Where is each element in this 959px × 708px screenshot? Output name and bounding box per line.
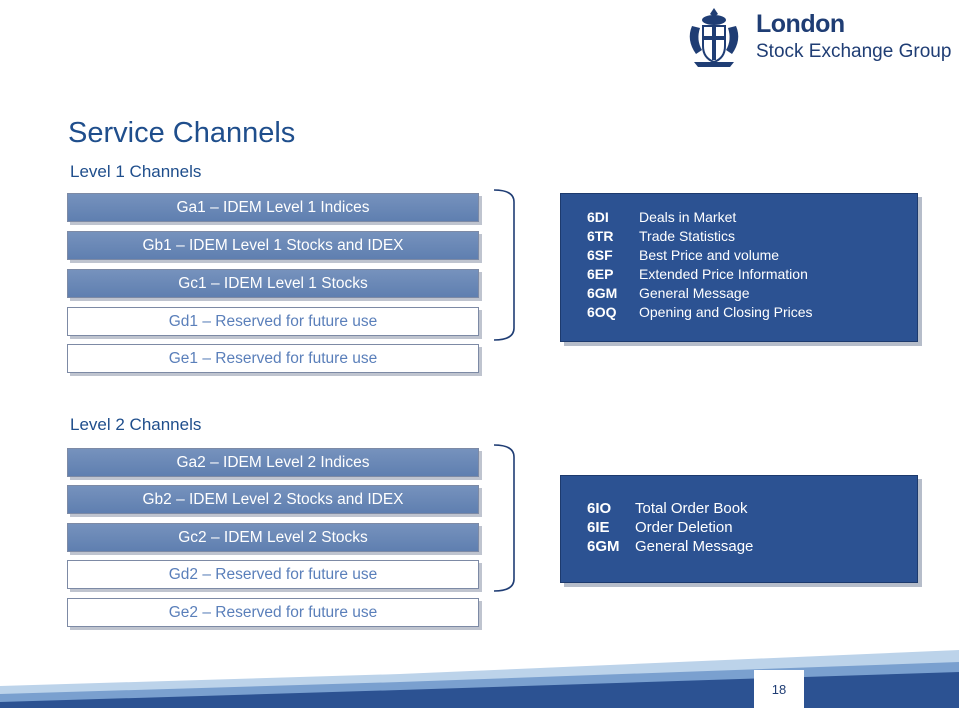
message-code: 6IO xyxy=(587,500,612,517)
channel-gb2: Gb2 – IDEM Level 2 Stocks and IDEX xyxy=(67,485,479,514)
message-code: 6EP xyxy=(587,265,614,282)
message-row: 6GM General Message xyxy=(587,283,917,302)
channel-gd2: Gd2 – Reserved for future use xyxy=(67,560,479,589)
message-code: 6OQ xyxy=(587,303,617,320)
level1-heading: Level 1 Channels xyxy=(70,162,202,181)
message-row: 6EP Extended Price Information xyxy=(587,264,917,283)
channel-gc1: Gc1 – IDEM Level 1 Stocks xyxy=(67,269,479,298)
channel-ge1: Ge1 – Reserved for future use xyxy=(67,344,479,373)
channel-gd1: Gd1 – Reserved for future use xyxy=(67,307,479,336)
page-number: 18 xyxy=(754,670,804,708)
channel-gc2: Gc2 – IDEM Level 2 Stocks xyxy=(67,523,479,552)
message-row: 6OQ Opening and Closing Prices xyxy=(587,302,917,321)
message-desc: Best Price and volume xyxy=(639,246,780,263)
level2-heading: Level 2 Channels xyxy=(70,415,202,434)
message-desc: General Message xyxy=(635,538,754,555)
message-row: 6IE Order Deletion xyxy=(587,518,917,537)
lseg-logo: London Stock Exchange Group xyxy=(684,6,954,68)
footer-graphic xyxy=(0,650,959,708)
crest-icon xyxy=(689,8,739,67)
page-title: Service Channels xyxy=(68,117,296,149)
message-code: 6GM xyxy=(587,538,620,555)
channel-gb1: Gb1 – IDEM Level 1 Stocks and IDEX xyxy=(67,231,479,260)
message-desc: Total Order Book xyxy=(635,500,748,517)
message-row: 6TR Trade Statistics xyxy=(587,226,917,245)
channel-ge2: Ge2 – Reserved for future use xyxy=(67,598,479,627)
channel-ga1: Ga1 – IDEM Level 1 Indices xyxy=(67,193,479,222)
message-desc: Deals in Market xyxy=(639,208,737,225)
message-code: 6DI xyxy=(587,208,609,225)
level2-messages-panel: 6IO Total Order Book 6IE Order Deletion … xyxy=(560,475,918,583)
level1-brace xyxy=(493,189,515,341)
message-row: 6SF Best Price and volume xyxy=(587,245,917,264)
message-code: 6GM xyxy=(587,284,618,301)
level2-brace xyxy=(493,444,515,592)
channel-ga2: Ga2 – IDEM Level 2 Indices xyxy=(67,448,479,477)
message-row: 6GM General Message xyxy=(587,537,917,556)
message-row: 6IO Total Order Book xyxy=(587,499,917,518)
message-desc: Opening and Closing Prices xyxy=(639,303,813,320)
level1-messages-panel: 6DI Deals in Market 6TR Trade Statistics… xyxy=(560,193,918,342)
message-row: 6DI Deals in Market xyxy=(587,207,917,226)
logo-text-london: London xyxy=(756,10,845,38)
message-desc: General Message xyxy=(639,284,750,301)
message-desc: Order Deletion xyxy=(635,519,733,536)
message-desc: Extended Price Information xyxy=(639,265,808,282)
message-desc: Trade Statistics xyxy=(639,227,735,244)
message-code: 6TR xyxy=(587,227,614,244)
message-code: 6SF xyxy=(587,246,613,263)
logo-text-group: Stock Exchange Group xyxy=(756,41,952,62)
message-code: 6IE xyxy=(587,519,610,536)
